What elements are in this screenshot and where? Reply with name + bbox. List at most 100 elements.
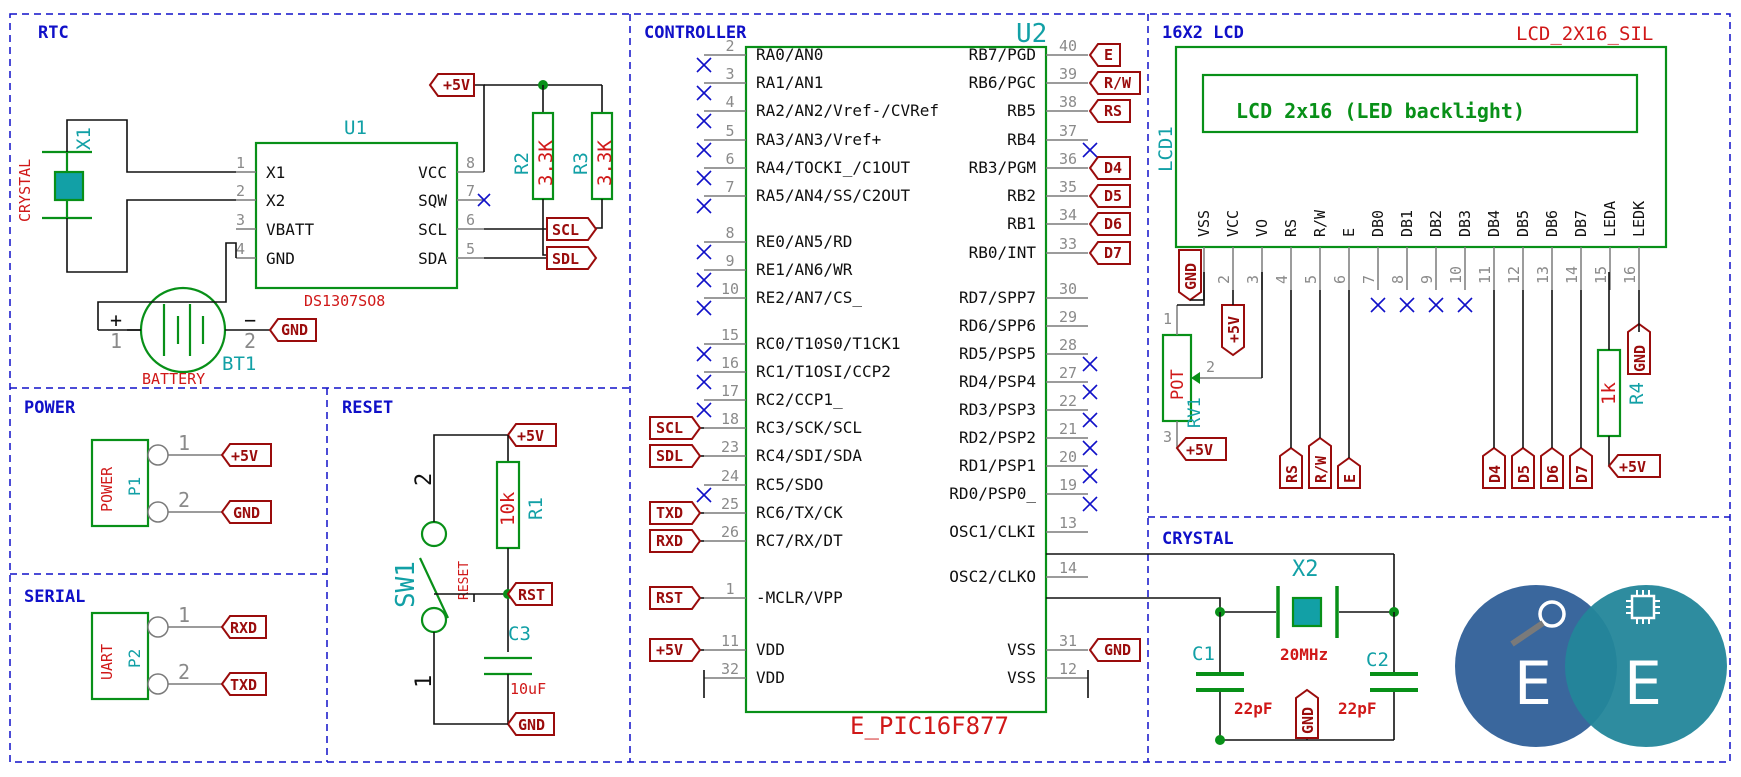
net-label-gnd xyxy=(506,712,555,736)
svg-text:D4: D4 xyxy=(1486,465,1504,483)
net-label-text: SDL xyxy=(552,250,579,268)
wire xyxy=(1046,597,1221,612)
section-title-lcd: 16X2 LCD xyxy=(1162,23,1244,43)
net-label-gnd xyxy=(268,318,317,342)
svg-text:+5V: +5V xyxy=(1225,316,1243,343)
u2-pin-num: 28 xyxy=(1059,336,1077,354)
p2-ref: P2 xyxy=(125,649,144,668)
u2-pin-num: 34 xyxy=(1059,206,1077,224)
section-title-reset: RESET xyxy=(342,398,393,418)
u2-pin-num: 3 xyxy=(725,65,734,83)
sw-pin-num: 2 xyxy=(412,473,437,486)
lcd-pin-num: 2 xyxy=(1215,275,1233,284)
u2-pin-num: 19 xyxy=(1059,476,1077,494)
r1-value: 10k xyxy=(497,491,519,526)
net-label-text: SCL xyxy=(656,419,683,437)
lcd-pin-num: 3 xyxy=(1244,275,1262,284)
lcd-pin-num: 5 xyxy=(1302,275,1320,284)
svg-text:R/W: R/W xyxy=(1312,455,1330,483)
u2-pin-num: 26 xyxy=(721,523,739,541)
u2-pin-num: 20 xyxy=(1059,448,1077,466)
net-label xyxy=(1088,99,1131,123)
p1-ref: P1 xyxy=(125,477,144,496)
net-label-text: +5V xyxy=(443,76,470,94)
no-connect-icon xyxy=(696,198,712,214)
u1-pin-num: 1 xyxy=(236,154,245,172)
net-label xyxy=(649,444,702,468)
lcd-pin-name: DB0 xyxy=(1369,210,1387,237)
r4-value: 1k xyxy=(1598,382,1620,405)
lcd-pin-name: VSS xyxy=(1195,210,1213,237)
net-label-text: +5V xyxy=(656,641,683,659)
sw-pin-num: 1 xyxy=(412,675,437,688)
net-label-text: GND xyxy=(233,504,260,522)
rv1-value: POT xyxy=(1168,369,1188,400)
no-connect-icon xyxy=(1428,297,1444,313)
net-label-text: D6 xyxy=(1104,215,1122,233)
section-frame xyxy=(9,13,1731,763)
u2-pin-name: RD4/PSP4 xyxy=(959,372,1036,391)
no-connect-icon xyxy=(1457,297,1473,313)
u1-pin-name: SDA xyxy=(418,249,447,268)
no-connect-icon xyxy=(696,170,712,186)
net-label-5v xyxy=(1607,454,1661,478)
u2-pin-name: RB4 xyxy=(1007,130,1036,149)
u2-pin-num: 7 xyxy=(725,178,734,196)
lcd-net-label: GND xyxy=(1178,249,1202,302)
lcd-pin-name: VO xyxy=(1253,219,1271,237)
lcd-net-label: +5V xyxy=(1221,304,1245,357)
wire xyxy=(433,434,508,502)
lcd-ref: LCD1 xyxy=(1155,126,1177,172)
net-label xyxy=(1088,241,1131,265)
net-label-text: +5V xyxy=(517,427,544,445)
r3-value: 3.3K xyxy=(594,140,616,186)
r1-ref: R1 xyxy=(525,497,547,520)
u2-pin-name: RC0/T10S0/T1CK1 xyxy=(756,334,901,353)
c1-ref: C1 xyxy=(1192,643,1215,665)
u2-pin-num: 38 xyxy=(1059,93,1077,111)
lcd-pin-num: 14 xyxy=(1563,266,1581,284)
no-connect-icon xyxy=(1082,356,1098,372)
logo-letter-right: E xyxy=(1624,649,1662,719)
switch-sw1 xyxy=(419,502,449,720)
u2-pin-num: 6 xyxy=(725,150,734,168)
net-label-text: GND xyxy=(1104,641,1131,659)
u1-pin-name: X2 xyxy=(266,191,285,210)
lcd-net-label: RS xyxy=(1279,446,1303,489)
chip-icon xyxy=(1626,590,1660,624)
u1-pin-num: 5 xyxy=(466,240,475,258)
u2-pin-name: VSS xyxy=(1007,668,1036,687)
no-connect-icon xyxy=(1082,412,1098,428)
rtc-section: X1 CRYSTAL U1 DS1307SO8 1 2 3 4 X1 X2 VB… xyxy=(16,73,616,388)
no-connect-icon xyxy=(696,487,712,503)
no-connect-icon xyxy=(696,244,712,260)
u2-pin-name: VSS xyxy=(1007,640,1036,659)
u2-pin-name: RA2/AN2/Vref-/CVRef xyxy=(756,101,939,120)
net-label-text: RXD xyxy=(656,532,683,550)
lcd-pin-num: 4 xyxy=(1273,275,1291,284)
net-label-5v xyxy=(506,423,557,447)
c3-ref: C3 xyxy=(508,623,531,645)
no-connect-icon xyxy=(1082,496,1098,512)
u1-pin-num: 6 xyxy=(466,211,475,229)
net-label-text: SDL xyxy=(656,447,683,465)
u2-pin-name: RA4/TOCKI_/C1OUT xyxy=(756,158,910,177)
no-connect-icon xyxy=(1399,297,1415,313)
u2-pin-num: 1 xyxy=(725,580,734,598)
u2-pin-name: -MCLR/VPP xyxy=(756,588,843,607)
u2-pin-num: 21 xyxy=(1059,420,1077,438)
u1-pin-num: 3 xyxy=(236,211,245,229)
c2-ref: C2 xyxy=(1366,649,1389,671)
junction-dot xyxy=(1215,735,1225,745)
rv1-pin-num: 1 xyxy=(1163,310,1172,328)
net-label-text: TXD xyxy=(656,504,683,522)
x1-value: CRYSTAL xyxy=(16,159,34,222)
c1-value: 22pF xyxy=(1234,699,1273,718)
connector-p2 xyxy=(90,611,150,701)
lcd-pin-name: DB7 xyxy=(1572,210,1590,237)
u2-pin-num: 24 xyxy=(721,467,739,485)
u2-pin-name: RC6/TX/CK xyxy=(756,503,843,522)
u2-value: E_PIC16F877 xyxy=(850,712,1009,740)
